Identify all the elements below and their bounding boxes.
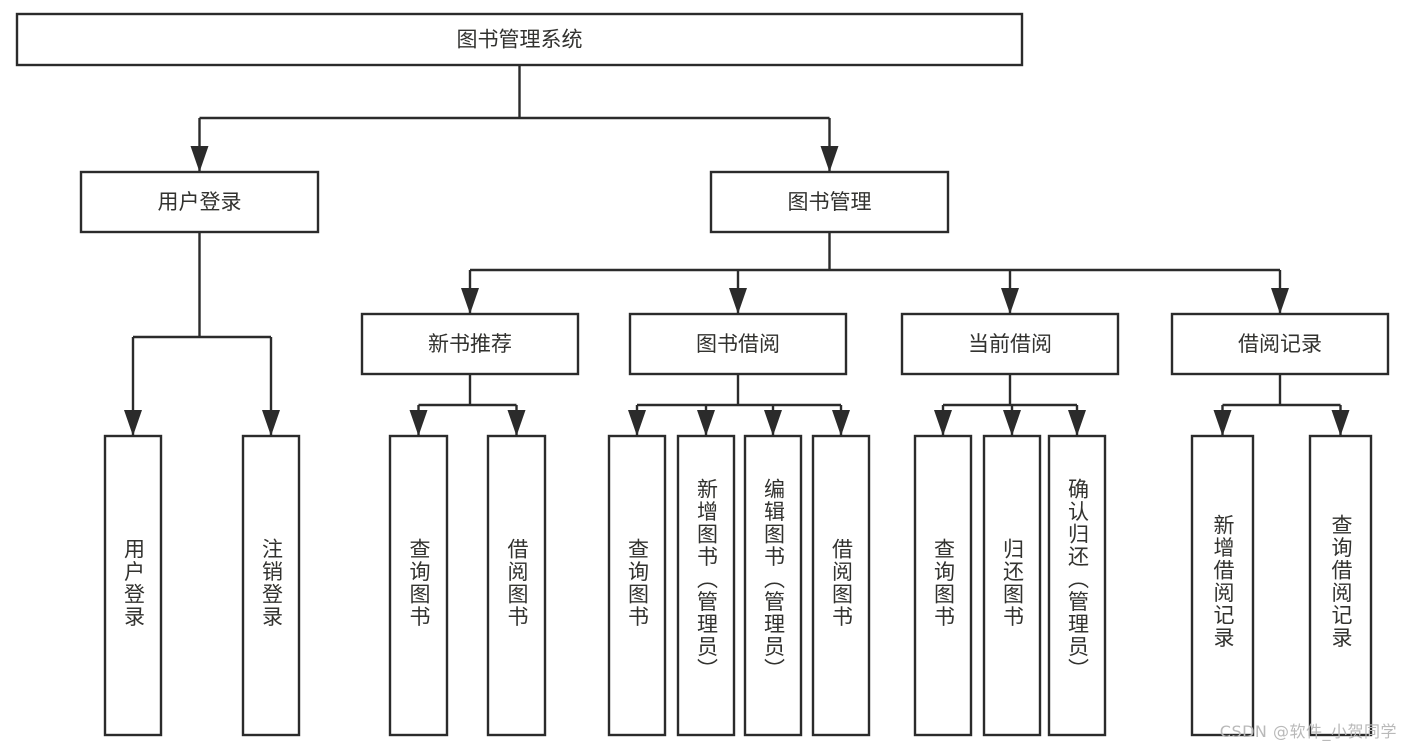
node-label-current-borrow: 当前借阅	[968, 332, 1052, 356]
arrow-head-icon	[124, 410, 142, 436]
node-label-user-login: 用户登录	[158, 190, 242, 214]
arrow-head-icon	[1003, 410, 1021, 436]
arrow-head-icon	[832, 410, 850, 436]
arrow-head-icon	[461, 288, 479, 314]
node-label-leaf-add-borrow-record: 新增借阅记录	[1211, 513, 1235, 649]
arrow-head-icon	[262, 410, 280, 436]
arrow-head-icon	[729, 288, 747, 314]
arrow-head-icon	[1331, 410, 1350, 436]
node-leaf-borrow-book-1[interactable]	[486, 434, 547, 737]
node-root-root[interactable]	[15, 12, 1024, 67]
node-leaf-user-login[interactable]	[103, 434, 163, 737]
node-leaf-return-book[interactable]	[982, 434, 1042, 737]
node-label-book-manage: 图书管理	[788, 190, 872, 214]
node-leaf-edit-book[interactable]	[743, 434, 803, 737]
arrow-head-icon	[507, 410, 526, 436]
arrow-head-icon	[1213, 410, 1232, 436]
node-leaf-query-book-1[interactable]	[388, 434, 449, 737]
node-label-leaf-user-logout: 注销登录	[259, 537, 284, 628]
node-label-leaf-confirm-return: 确认归还（管理员）	[1065, 477, 1090, 681]
node-leaf-confirm-return[interactable]	[1047, 434, 1107, 737]
node-label-borrow-record: 借阅记录	[1238, 332, 1322, 356]
node-label-root: 图书管理系统	[457, 28, 583, 52]
node-label-leaf-edit-book-wrap: 编辑图书（管理员）	[745, 436, 801, 735]
node-leaf-user-logout[interactable]	[241, 434, 301, 737]
arrow-head-icon	[190, 146, 209, 172]
node-label-leaf-borrow-book-2: 借阅图书	[829, 537, 854, 628]
watermark-text: CSDN @软件_小贺同学	[1219, 722, 1397, 741]
node-label-new-book-recommend: 新书推荐	[428, 332, 512, 356]
arrow-head-icon	[820, 146, 839, 172]
node-leaf-query-book-3[interactable]	[913, 434, 973, 737]
arrow-head-icon	[764, 410, 782, 436]
box-layer	[15, 12, 1390, 737]
arrow-head-icon	[1271, 288, 1289, 314]
node-label-leaf-add-borrow-record-wrap: 新增借阅记录	[1192, 436, 1253, 735]
node-label-leaf-query-borrow-record: 查询借阅记录	[1329, 513, 1353, 649]
node-label-leaf-query-book-1: 查询图书	[407, 537, 431, 628]
node-new-book-recommend[interactable]	[360, 312, 580, 376]
arrow-head-icon	[934, 410, 952, 436]
node-label-leaf-confirm-return-wrap: 确认归还（管理员）	[1049, 436, 1105, 735]
node-label-book-borrow: 图书借阅	[696, 332, 780, 356]
node-label-leaf-query-book-3: 查询图书	[931, 537, 956, 628]
node-leaf-borrow-book-2[interactable]	[811, 434, 871, 737]
node-label-leaf-add-book-wrap: 新增图书（管理员）	[678, 436, 734, 735]
connector-layer	[124, 65, 1350, 436]
node-label-leaf-borrow-book-1: 借阅图书	[505, 537, 529, 628]
node-label-leaf-borrow-book-2-wrap: 借阅图书	[813, 436, 869, 735]
node-leaf-add-borrow-record[interactable]	[1190, 434, 1255, 737]
node-label-leaf-edit-book: 编辑图书（管理员）	[761, 477, 786, 681]
node-label-leaf-query-book-1-wrap: 查询图书	[390, 436, 447, 735]
node-label-leaf-return-book: 归还图书	[1000, 537, 1025, 628]
arrow-head-icon	[409, 410, 428, 436]
node-label-leaf-user-login-wrap: 用户登录	[105, 436, 161, 735]
arrow-head-icon	[628, 410, 646, 436]
node-leaf-add-book[interactable]	[676, 434, 736, 737]
arrow-head-icon	[1001, 288, 1019, 314]
arrow-head-icon	[1068, 410, 1086, 436]
node-label-leaf-query-borrow-record-wrap: 查询借阅记录	[1310, 436, 1371, 735]
node-book-manage[interactable]	[709, 170, 950, 234]
node-label-leaf-user-login: 用户登录	[121, 537, 146, 628]
node-user-login[interactable]	[79, 170, 320, 234]
node-label-leaf-return-book-wrap: 归还图书	[984, 436, 1040, 735]
node-label-leaf-query-book-2: 查询图书	[625, 537, 650, 628]
node-book-borrow[interactable]	[628, 312, 848, 376]
arrow-head-icon	[697, 410, 715, 436]
node-label-leaf-query-book-3-wrap: 查询图书	[915, 436, 971, 735]
node-leaf-query-borrow-record[interactable]	[1308, 434, 1373, 737]
node-label-leaf-query-book-2-wrap: 查询图书	[609, 436, 665, 735]
node-label-leaf-add-book: 新增图书（管理员）	[694, 477, 719, 681]
node-current-borrow[interactable]	[900, 312, 1120, 376]
node-borrow-record[interactable]	[1170, 312, 1390, 376]
node-leaf-query-book-2[interactable]	[607, 434, 667, 737]
node-label-leaf-user-logout-wrap: 注销登录	[243, 436, 299, 735]
node-label-leaf-borrow-book-1-wrap: 借阅图书	[488, 436, 545, 735]
